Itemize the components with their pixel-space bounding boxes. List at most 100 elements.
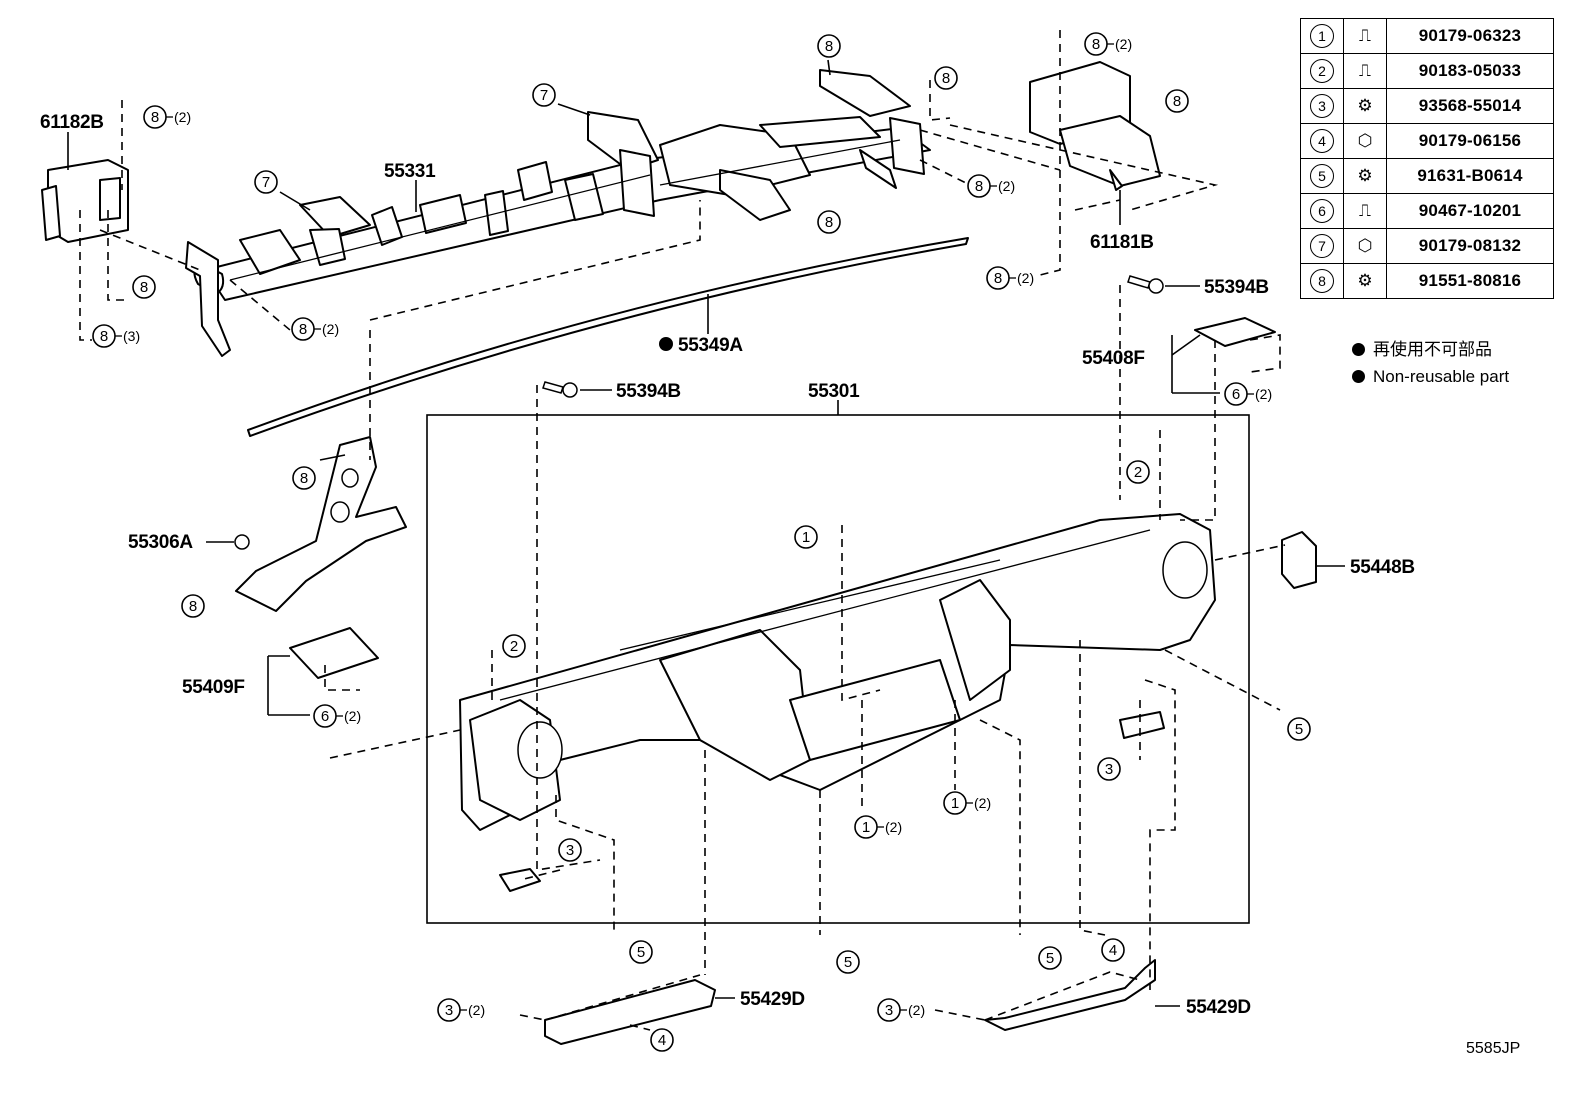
callout-number: 8: [140, 279, 148, 296]
legend-key: 5: [1300, 158, 1344, 194]
legend-icon-cell: ⚙: [1343, 88, 1387, 124]
callout-8: 8: [292, 466, 316, 490]
callout-5: 5: [836, 950, 860, 974]
callout-number: 4: [1109, 942, 1117, 959]
nut-icon: ⬡: [1357, 131, 1373, 150]
label-55429D-left: 55429D: [740, 989, 805, 1010]
callout-number: 5: [637, 944, 645, 961]
legend-part-number: 90179-06156: [1386, 123, 1554, 159]
callout-number: 1: [862, 819, 870, 836]
bolt-icon: ⚙: [1357, 96, 1373, 115]
callout-circle: [1126, 460, 1150, 484]
legend-row: 4⬡90179-06156: [1300, 123, 1554, 159]
callout-1: 1: [794, 525, 818, 549]
callout-quantity: (2): [908, 1002, 925, 1018]
legend-row: 2⎍90183-05033: [1300, 53, 1554, 89]
bullet-icon: [1352, 343, 1365, 356]
callout-3: 3 (2): [877, 998, 925, 1022]
callout-quantity: (3): [123, 328, 140, 344]
note-en: Non-reusable part: [1352, 363, 1509, 390]
legend-key-number: 8: [1310, 269, 1334, 293]
callout-3: 3(2): [437, 998, 485, 1022]
callout-number: 6: [321, 708, 329, 725]
callout-markers: 8(2)88(3)8(2)77888(2)88(2)88(2)6(2)28812…: [92, 32, 1311, 1052]
callout-circle: [1101, 938, 1125, 962]
callout-number: 7: [540, 87, 548, 104]
callout-number: 8: [299, 321, 307, 338]
legend-row: 8 ⚙91551-80816: [1300, 263, 1554, 299]
callout-quantity: (2): [998, 178, 1015, 194]
legend-part-number: 93568-55014: [1386, 88, 1554, 124]
legend-key: 8: [1300, 263, 1344, 299]
reinforcement-beam-55331: [185, 69, 931, 357]
callout-3: 3: [1097, 757, 1121, 781]
legend-icon-cell: ⚙: [1343, 158, 1387, 194]
callout-2: 2: [1126, 460, 1150, 484]
callout-circle: [817, 34, 841, 58]
clip-icon: ⎍: [1359, 61, 1371, 80]
legend-icon-cell: ⎍: [1343, 18, 1387, 54]
legend-part-number: 91551-80816: [1386, 263, 1554, 299]
callout-6: 6(2): [1224, 382, 1272, 406]
callout-number: 8: [1173, 93, 1181, 110]
callout-1: 1(2): [854, 815, 902, 839]
callout-number: 3: [1105, 761, 1113, 778]
legend-icon-cell: ⚙: [1343, 263, 1387, 299]
callout-circle: [558, 838, 582, 862]
legend-key: 7: [1300, 228, 1344, 264]
callout-7: 7: [532, 83, 556, 107]
legend-part-number: 90179-08132: [1386, 228, 1554, 264]
callout-number: 8: [151, 109, 159, 126]
callout-8: 8(2): [986, 266, 1034, 290]
legend-part-number: 90467-10201: [1386, 193, 1554, 229]
legend-key: 3: [1300, 88, 1344, 124]
label-55429D-right: 55429D: [1186, 997, 1251, 1018]
callout-3: 3: [558, 838, 582, 862]
callout-quantity: (2): [1115, 36, 1132, 52]
callout-number: 1: [951, 795, 959, 812]
instrument-panel-55301: [459, 513, 1216, 892]
legend-key-number: 3: [1310, 94, 1334, 118]
callout-number: 3: [885, 1002, 893, 1019]
callout-circle: [629, 940, 653, 964]
label-55409F: 55409F: [182, 677, 245, 698]
callout-8: 8(2): [291, 317, 339, 341]
callout-number: 8: [1092, 36, 1100, 53]
legend-key: 6: [1300, 193, 1344, 229]
callout-circle: [650, 1028, 674, 1052]
nut-icon: ⬡: [1357, 236, 1373, 255]
legend-icon-cell: ⎍: [1343, 193, 1387, 229]
legend-row: 5⚙91631-B0614: [1300, 158, 1554, 194]
callout-quantity: (2): [1255, 386, 1272, 402]
callout-number: 3: [566, 842, 574, 859]
bracket-55429D-left: [544, 979, 716, 1045]
legend-key-number: 7: [1310, 234, 1334, 258]
callout-quantity: (2): [344, 708, 361, 724]
callout-circle: [502, 634, 526, 658]
part-labels: 61182B 55331 61181B 55349A 55394B 55394B…: [40, 112, 1415, 1018]
vent-55448B: [1281, 531, 1317, 589]
label-55306A: 55306A: [128, 532, 193, 553]
callout-circle: [1097, 757, 1121, 781]
callout-1: 1(2): [943, 791, 991, 815]
callout-circle: [1165, 89, 1189, 113]
legend-key-number: 5: [1310, 164, 1334, 188]
legend-icon-cell: ⎍: [1343, 53, 1387, 89]
legend-icon-cell: ⬡: [1343, 228, 1387, 264]
label-55301: 55301: [808, 381, 860, 402]
callout-number: 8: [994, 270, 1002, 287]
callout-2: 2: [502, 634, 526, 658]
callout-number: 8: [825, 214, 833, 231]
callout-quantity: (2): [174, 109, 191, 125]
label-55448B: 55448B: [1350, 557, 1415, 578]
label-61181B: 61181B: [1090, 232, 1154, 253]
cover-55408F: [1194, 317, 1276, 347]
callout-circle: [1287, 717, 1311, 741]
callout-number: 3: [445, 1002, 453, 1019]
callout-8: 8: [817, 34, 841, 58]
bracket-61182B: [41, 159, 129, 243]
callout-5: 5: [1038, 946, 1062, 970]
callout-number: 5: [1046, 950, 1054, 967]
callout-circle: [836, 950, 860, 974]
